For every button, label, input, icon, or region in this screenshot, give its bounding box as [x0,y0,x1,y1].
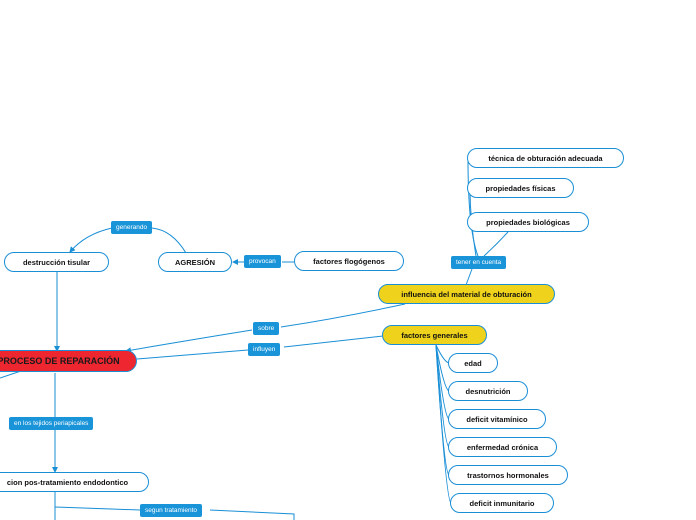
node-destruccion-tisular[interactable]: destrucción tisular [4,252,109,272]
edge-influencia-tener [465,268,473,286]
node-agresion[interactable]: AGRESIÓN [158,252,232,272]
edge-generales-inmunitario [435,344,452,504]
label-segun-tratamiento[interactable]: segun tratamiento [140,504,203,517]
node-factores-flogogenos[interactable]: factores flogógenos [294,251,404,271]
node-enfermedad-cronica[interactable]: enfermedad crónica [448,437,557,457]
node-deficit-vitaminico[interactable]: deficit vitamínico [448,409,546,429]
edge-generales-influyen [283,335,384,348]
node-edad[interactable]: edad [448,353,498,373]
node-propiedades-biologicas[interactable]: propiedades biológicas [467,212,589,232]
node-deficit-inmunitario[interactable]: deficit inmunitario [450,493,554,513]
edge-tener-tecnica [467,158,479,257]
node-factores-generales[interactable]: factores generales [382,325,487,345]
edge-influyen-reparacion [136,349,249,360]
edge-tener-biologicas [483,231,509,257]
edge-agresion-generando [151,227,187,254]
edge-generando-destruccion [69,227,113,253]
label-tener-en-cuenta[interactable]: tener en cuenta [451,256,507,269]
node-postratamiento[interactable]: cion pos-tratamiento endodontico [0,472,149,492]
edge-postratamiento-segun [54,506,141,511]
node-desnutricion[interactable]: desnutrición [448,381,528,401]
label-influyen[interactable]: influyen [248,343,281,356]
node-trastornos-hormonales[interactable]: trastornos hormonales [448,465,568,485]
edge-influencia-sobre [280,303,406,328]
label-tejidos-periapicales[interactable]: en los tejidos periapicales [9,417,94,430]
edge-segun-right [209,509,295,520]
node-propiedades-fisicas[interactable]: propiedades físicas [467,178,574,198]
node-proceso-reparacion[interactable]: PROCESO DE REPARACIÓN [0,350,137,372]
node-tecnica-obturacion[interactable]: técnica de obturación adecuada [467,148,624,168]
label-provocan[interactable]: provocan [244,255,281,268]
edge-sobre-reparacion [125,329,253,354]
label-generando[interactable]: generando [111,221,153,234]
label-sobre[interactable]: sobre [253,322,280,335]
node-influencia-material[interactable]: influencia del material de obturación [378,284,555,304]
